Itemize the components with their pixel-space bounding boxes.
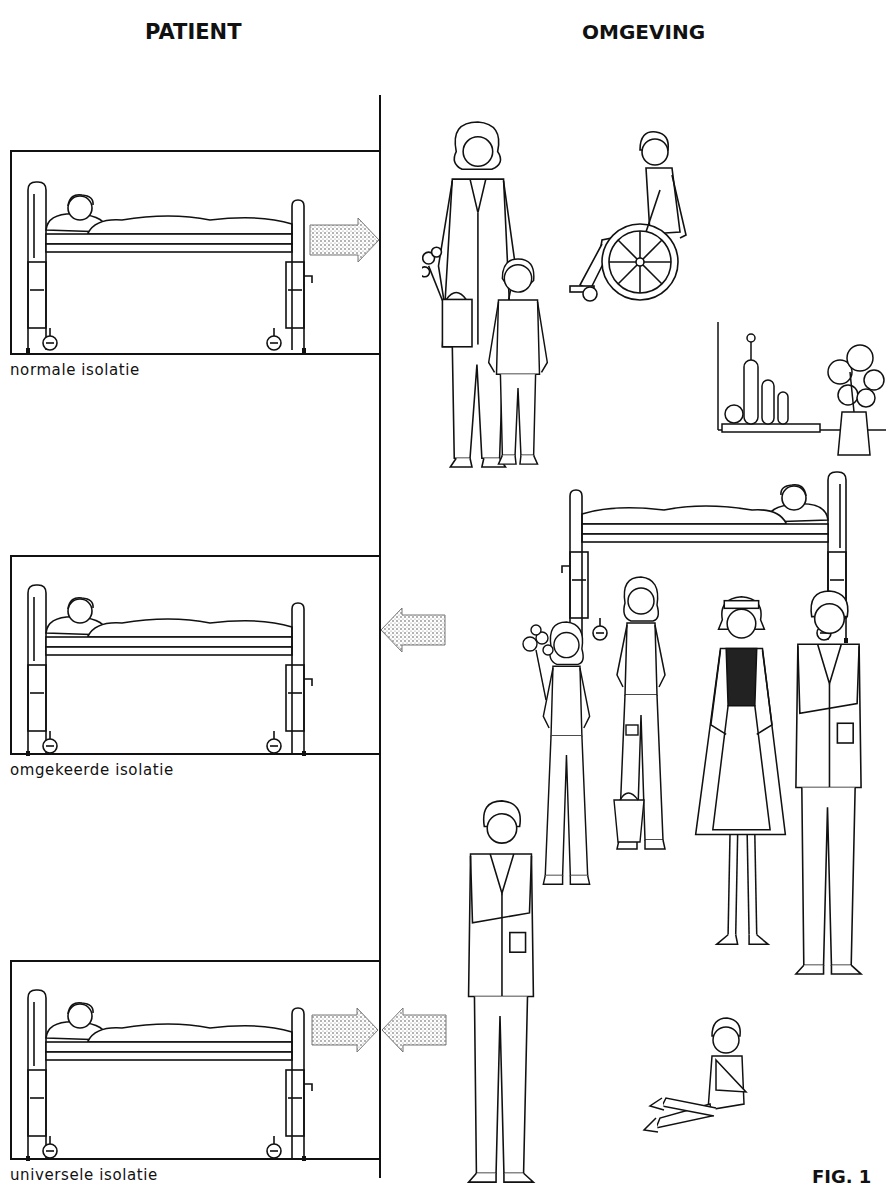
environment-illustration [543, 622, 589, 884]
flowers [531, 625, 541, 635]
flowers [536, 650, 546, 700]
bed-illustration [28, 182, 312, 1161]
window-with-plants [850, 372, 854, 412]
window-with-plants [718, 322, 886, 455]
window-with-plants [778, 392, 788, 424]
stippled-arrow [310, 218, 446, 1052]
bed-illustration [28, 182, 312, 353]
column-heading: OMGEVING [582, 20, 705, 44]
bed-illustration [28, 585, 312, 756]
child-with-sling [644, 1118, 658, 1132]
child-with-sling [662, 1098, 716, 1116]
window-with-plants [750, 340, 752, 360]
environment-illustration [562, 472, 846, 643]
window-with-plants [725, 405, 743, 423]
panel-caption: universele isolatie [10, 1166, 158, 1184]
wheelchair [609, 231, 671, 293]
stippled-arrow [382, 1008, 446, 1052]
wheelchair [618, 240, 662, 284]
child-with-sling [644, 1018, 746, 1132]
wheelchair [672, 175, 686, 238]
panel-caption: normale isolatie [10, 361, 140, 379]
wheelchair [570, 132, 686, 301]
child-with-sling [713, 1027, 739, 1053]
window-with-plants [717, 322, 719, 430]
column-heading: PATIENT [145, 20, 241, 44]
wheelchair [646, 190, 660, 232]
bed-illustration [28, 990, 312, 1161]
environment-illustration [796, 591, 861, 974]
stippled-arrow [381, 608, 445, 652]
bucket [620, 793, 638, 800]
flowers [543, 645, 553, 655]
isolation-panel: normale isolatie [10, 150, 380, 355]
child-with-sling [716, 1060, 746, 1092]
bucket [614, 800, 644, 842]
window-with-plants [747, 334, 755, 342]
wheelchair [618, 240, 662, 284]
window-with-plants [847, 345, 873, 371]
panel-caption: omgekeerde isolatie [10, 761, 174, 779]
window-with-plants [857, 389, 875, 407]
column-heading-wrap: PATIENT [145, 20, 241, 44]
figure-number-wrap: FIG. 1 [812, 1166, 871, 1187]
isolation-panel: omgekeerde isolatie [10, 555, 380, 755]
environment-illustration [696, 597, 786, 944]
window-with-plants [762, 380, 774, 424]
environment-illustration [489, 259, 548, 464]
wheelchair [646, 168, 680, 234]
window-with-plants [744, 360, 758, 424]
window-with-plants [838, 412, 870, 455]
wheelchair [602, 224, 678, 300]
figure-number: FIG. 1 [812, 1166, 871, 1187]
stippled-arrow [312, 1008, 378, 1052]
environment-illustration [420, 122, 886, 1182]
bucket [614, 725, 644, 842]
flowers [523, 637, 537, 651]
isolation-panel: universele isolatie [10, 960, 380, 1160]
window-with-plants [838, 385, 858, 405]
stippled-arrow [310, 218, 379, 262]
child-with-sling [650, 1098, 664, 1110]
flowers [523, 625, 553, 700]
wheelchair [583, 287, 597, 301]
bucket [626, 725, 638, 735]
wheelchair [642, 139, 668, 165]
wheelchair [636, 258, 644, 266]
column-heading-wrap: OMGEVING [582, 20, 705, 44]
window-with-plants [722, 424, 820, 432]
environment-illustration [469, 801, 534, 1182]
window-with-plants [864, 370, 884, 390]
divider-line [379, 95, 381, 1178]
